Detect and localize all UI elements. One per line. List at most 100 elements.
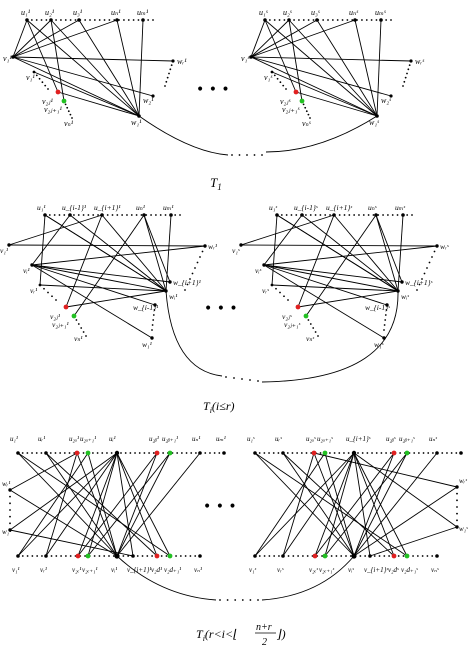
label-vn-R: vₙˢ: [306, 334, 314, 343]
edge-u2-v2j1-R: [288, 19, 303, 102]
arc-p3-right: [261, 555, 355, 601]
dotted-top-R: [375, 19, 378, 21]
dotted-w-R: [431, 256, 433, 258]
dotted-top-L: [64, 19, 67, 21]
dotted-top-L: [60, 19, 62, 21]
dotted-bot-L: [60, 555, 63, 557]
svg-text:⌋): ⌋): [276, 627, 286, 641]
dotted-top-R: [329, 214, 331, 216]
dotted-v2-R: [304, 106, 307, 109]
node-bot-R-6: [391, 553, 397, 559]
label-v1-R: v₁ˢ: [232, 246, 240, 255]
edge-v1-u-L: [8, 214, 103, 246]
label-u-R-6: u₂ᵦ₊₁ˢ: [399, 435, 415, 443]
dotted-top-L: [63, 452, 66, 454]
label-vi-R: vᵢˢ: [255, 266, 262, 275]
dotted-top-R: [377, 214, 380, 216]
label-wi-R: wᵢˢ: [401, 292, 409, 301]
dotted-bot-R: [258, 555, 261, 557]
dotted-bot-R: [297, 555, 300, 557]
dotted-top-L: [110, 452, 113, 454]
edge-v1-wr-R: [250, 56, 412, 62]
edge-vi-w1-R: [263, 264, 385, 339]
dotted-top-R: [346, 19, 349, 21]
dotted-v2-R: [314, 331, 317, 333]
dotted-top-R: [268, 452, 270, 454]
node-hub-vi-L: [114, 553, 120, 559]
edge-u-wi-L: [101, 214, 167, 292]
dotted-top-R: [361, 19, 363, 21]
node-R: [385, 303, 389, 307]
edge-vi-wi1-R: [263, 264, 403, 283]
dotted-bot-R: [397, 555, 400, 557]
dotted-w-R: [418, 283, 421, 286]
edge-u-wi-R: [397, 214, 404, 292]
dotted-arc-p2: [249, 379, 251, 381]
node-R: [400, 280, 404, 284]
dotted-v-L: [35, 74, 38, 77]
dotted-w2-R: [383, 329, 385, 331]
edge-u-w1-R: [316, 19, 378, 117]
dotted-bot-R: [301, 555, 304, 557]
dotted-top-L: [40, 452, 43, 454]
dotted-top-R: [391, 214, 394, 216]
dotted-w-R: [423, 272, 426, 275]
node-u-R: [300, 213, 304, 217]
dotted-w-R: [408, 64, 411, 67]
node-bot-R-3: [322, 553, 328, 559]
edge-vr-u-R: [271, 214, 278, 286]
dotted-w-R: [456, 492, 458, 495]
node-bot-L-0: [16, 554, 20, 558]
dotted-top-L: [73, 214, 75, 216]
edge-u-w1-R: [288, 19, 378, 117]
dotted-top-R: [422, 452, 425, 454]
dotted-top-L: [204, 452, 207, 454]
node-top-R-5: [391, 450, 397, 456]
svg-text:n+r: n+r: [256, 622, 272, 633]
node-v2j1-green-L: [71, 313, 77, 319]
edge-x5-R: [282, 452, 395, 557]
label-v2j1-R: v₂ⱼ₊₁ˢ: [284, 320, 300, 329]
node-v1-L: [11, 55, 15, 59]
dotted-top-R: [305, 452, 308, 454]
label-v-L-4: vᵢ¹: [111, 566, 117, 574]
dotted-top-L: [154, 214, 157, 216]
dotted-bot-L: [189, 555, 192, 557]
edge-v1-u-R: [250, 19, 356, 58]
node-u-L: [68, 213, 72, 217]
edge-wr-vi-L: [9, 489, 118, 557]
dotted-arc-p3: [257, 599, 259, 601]
label-v-R-6: v₂dˢ: [388, 566, 399, 574]
label-u-L-5: u₂ᵦ¹: [149, 435, 159, 443]
dotted-v2-L: [67, 110, 70, 113]
edge-v-ui-L: [116, 452, 171, 557]
dotted-arc-p2: [233, 377, 235, 379]
node-top-L-3: [85, 450, 91, 456]
dotted-v-R: [276, 77, 279, 80]
dotted-bot-L: [26, 555, 29, 557]
dotted-top-R: [310, 452, 313, 454]
dotted-v2-R: [312, 327, 315, 329]
label-u-L-4: uₘ¹: [163, 203, 174, 212]
dotted-top-L: [21, 452, 24, 454]
edge-u-w1-R: [264, 19, 378, 117]
label-v-R-0: v₁ˢ: [249, 566, 257, 574]
edge-v-w1-L: [33, 71, 140, 117]
edge-u-wi1-R: [375, 214, 403, 283]
label-v2j1-L: v₂ⱼ₊₁¹: [52, 320, 69, 329]
dotted-top-L: [185, 452, 188, 454]
edge-w1-v-R: [369, 526, 458, 557]
node-u-R: [287, 18, 291, 22]
dotted-bot-L: [103, 555, 106, 557]
edge-v1-u-R: [250, 19, 318, 58]
label-u-R-5: u₂ᵦˢ: [386, 435, 396, 443]
edge-vi-wi1-L: [31, 264, 171, 283]
label-u-L-1: uᵣ¹: [38, 435, 45, 443]
dotted-bot-L: [141, 555, 144, 557]
arc-p2-left: [165, 290, 223, 377]
label-v2j-L: v₂ⱼ¹: [42, 97, 53, 106]
dotted-top-L: [63, 214, 66, 216]
node-u-L: [141, 18, 145, 22]
dotted-arc-p2: [225, 376, 227, 378]
